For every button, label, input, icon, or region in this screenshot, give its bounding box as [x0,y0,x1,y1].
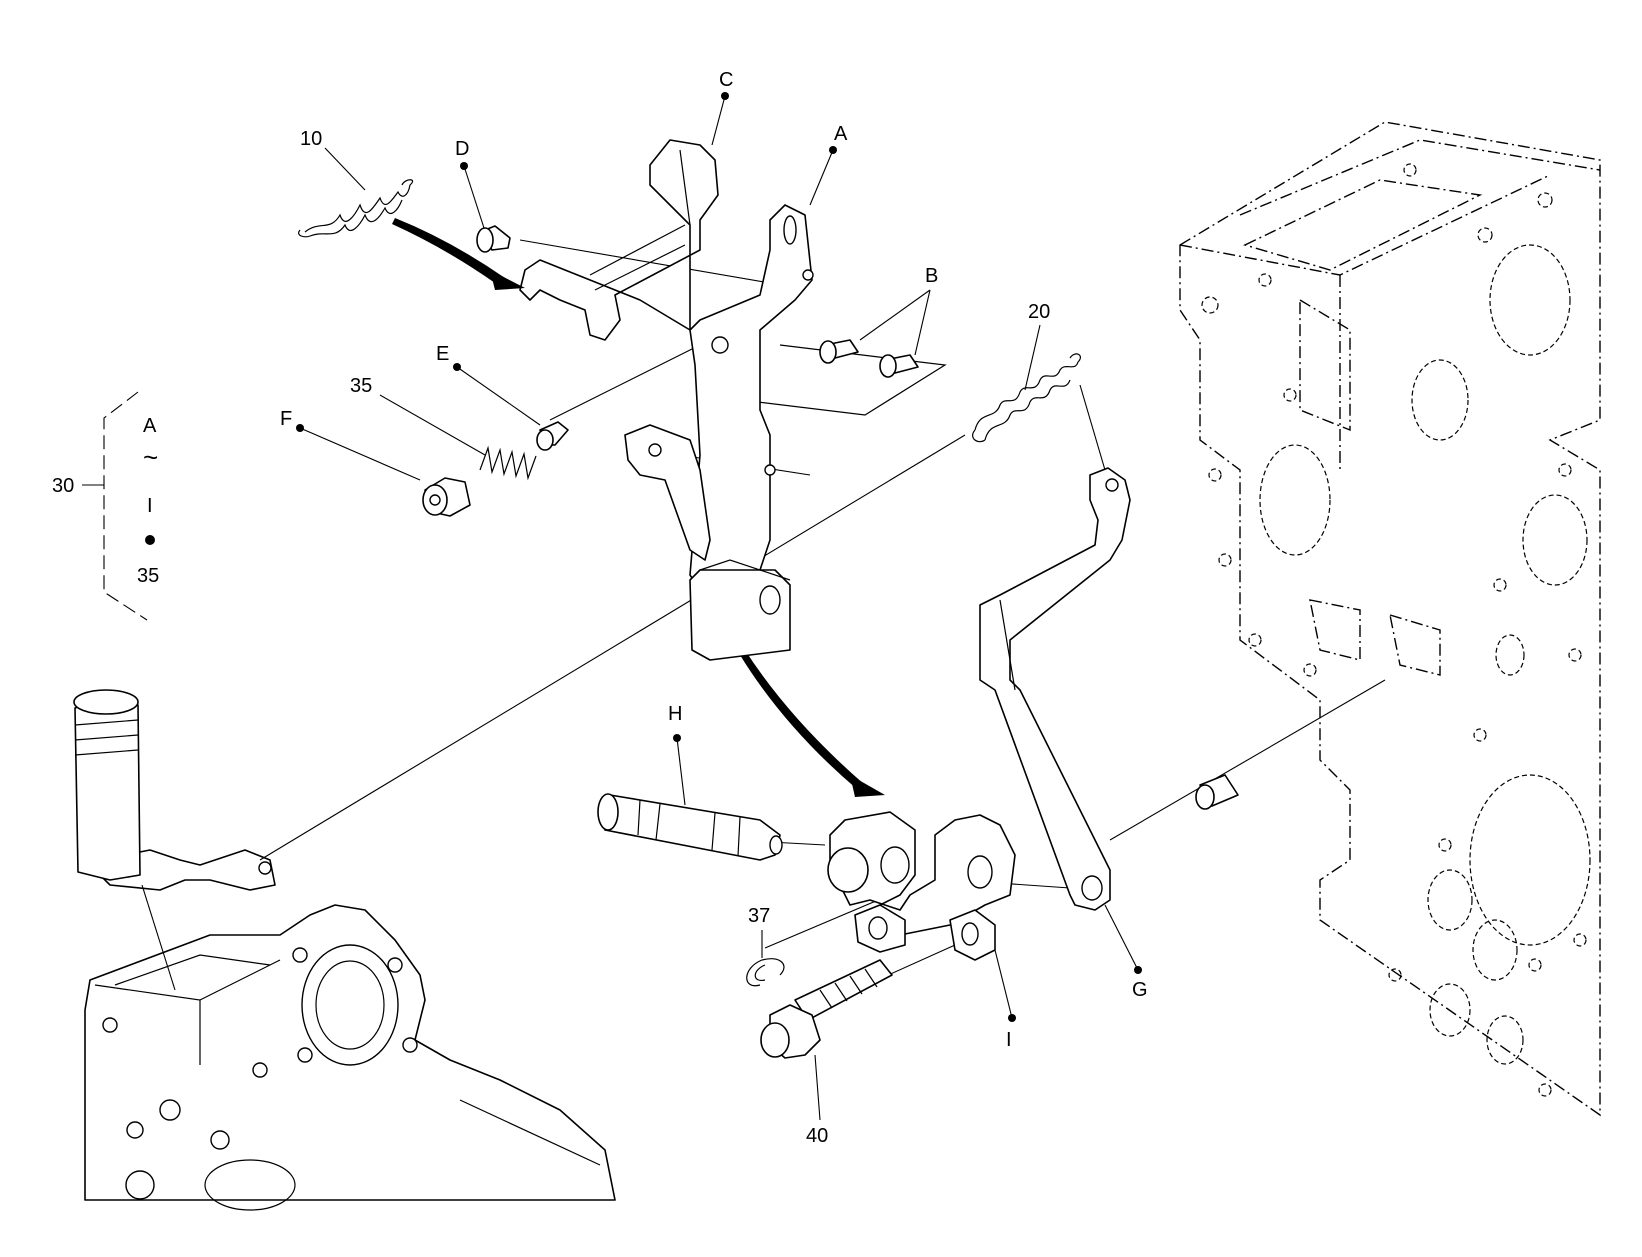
circlip-37 [746,958,785,987]
label-40: 40 [806,1125,828,1147]
bracket-c [519,139,719,341]
pin-h [597,793,783,861]
bushing [1195,774,1239,810]
yoke-i [827,811,1016,961]
arrow-upper [392,218,525,290]
legend-bottom: I [147,495,153,517]
label-h: H [668,703,682,725]
spring-10 [298,179,414,238]
arrow-lower [740,650,885,797]
plug-f [422,477,471,517]
pins-b [819,339,919,378]
legend-group-label: 30 [52,475,74,497]
detent-e [536,421,569,451]
legend-top: A [143,415,157,437]
spring-20 [972,353,1081,443]
label-37: 37 [748,905,770,927]
label-i: I [1006,1029,1012,1051]
bolt-40 [760,959,893,1059]
engine-block [1179,121,1601,1117]
transmission-housing [84,904,616,1211]
callout-labels: C D A 10 B 20 E 35 F H 37 40 I G [280,69,1148,1147]
label-g: G [1132,979,1148,1001]
label-20: 20 [1028,301,1050,323]
label-10: 10 [300,128,322,150]
label-a-top: A [834,123,848,145]
legend-dot [145,535,155,545]
label-f: F [280,408,292,430]
label-b: B [925,265,938,287]
legend-dot-label: 35 [137,565,159,587]
callouts [296,92,1142,1121]
label-35: 35 [350,375,372,397]
label-c: C [719,69,733,91]
lever-a [624,204,814,661]
label-d: D [455,138,469,160]
label-e: E [436,343,449,365]
group-legend-30: 30 A ~ I 35 [52,391,159,621]
pin-d [476,225,511,253]
legend-tilde: ~ [143,442,158,472]
spring-35 [479,445,537,481]
shaft-with-arm [73,689,276,991]
assembly-lines [259,239,1386,991]
lever-g [979,467,1131,911]
